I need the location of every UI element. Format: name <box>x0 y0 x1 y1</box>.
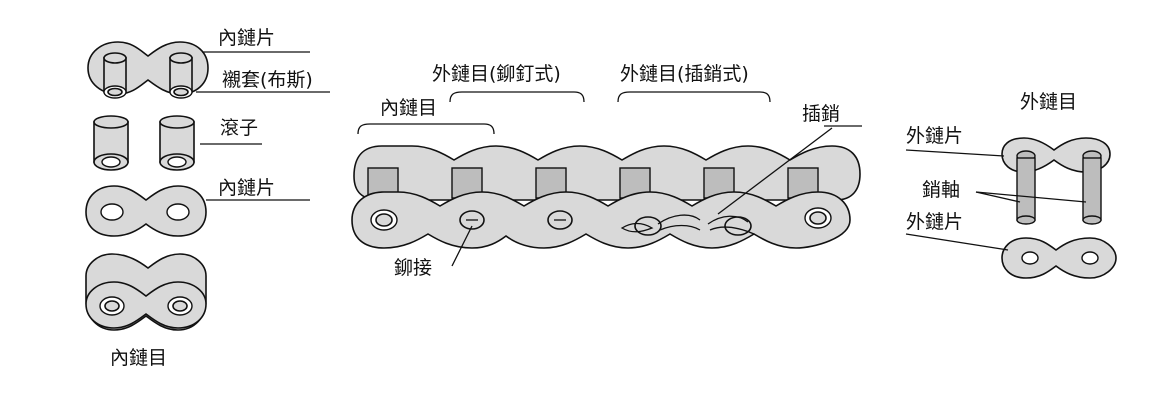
rollers <box>93 115 195 171</box>
inner-link-assembled <box>85 253 207 331</box>
label-outer-plate-top: 外鏈片 <box>906 125 963 147</box>
label-pin-shaft: 銷軸 <box>922 179 960 201</box>
label-riveting: 鉚接 <box>394 257 432 279</box>
inner-plate-mid <box>85 185 207 237</box>
label-bushing: 襯套(布斯) <box>222 69 313 91</box>
outer-plate-bottom-part <box>1001 237 1117 279</box>
label-inner-link-chain: 內鏈目 <box>380 97 437 119</box>
label-outer-link-riveted: 外鏈目(鉚釘式) <box>432 63 561 85</box>
label-outer-plate-bottom: 外鏈片 <box>906 211 963 233</box>
bushings <box>103 52 193 99</box>
label-outer-link-pinned: 外鏈目(插銷式) <box>620 63 749 85</box>
label-outer-link-right: 外鏈目 <box>1020 91 1077 113</box>
label-cotter-pin: 插銷 <box>802 103 840 125</box>
label-inner-plate-top: 內鏈片 <box>218 27 275 49</box>
chain-assembly <box>351 145 861 249</box>
label-roller: 滾子 <box>220 117 258 139</box>
label-inner-plate-mid: 內鏈片 <box>218 177 275 199</box>
label-inner-link-caption: 內鏈目 <box>110 347 167 369</box>
pin-shafts <box>1016 157 1102 225</box>
